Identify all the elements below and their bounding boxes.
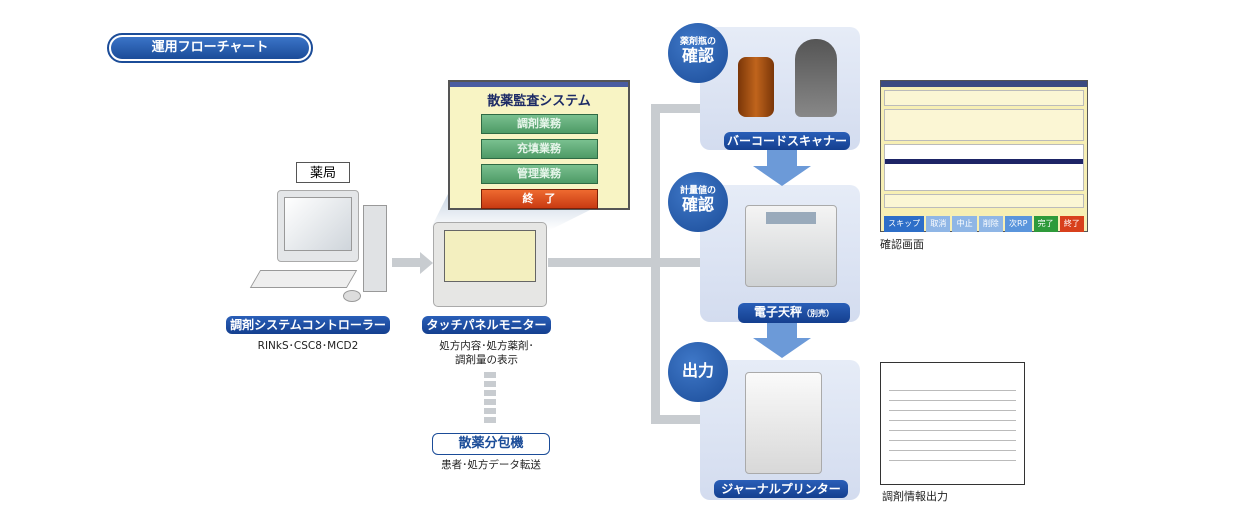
confirm-screen-caption: 確認画面 (880, 238, 924, 251)
printer-image (745, 372, 822, 474)
scanner-image (795, 39, 837, 117)
badge-output: 出力 (668, 342, 728, 402)
down-arrow-1 (753, 150, 811, 186)
badge-bottle-check: 薬剤瓶の確認 (668, 23, 728, 83)
bottle-image (738, 57, 774, 117)
arrow-pc-to-monitor (392, 258, 422, 267)
scale-label: 電子天秤（別売） (738, 303, 850, 323)
connector-h-bot (651, 415, 703, 424)
confirm-next-rp-button[interactable]: 次RP (1004, 216, 1032, 232)
touch-monitor-desc-2: 調剤量の表示 (455, 354, 518, 366)
scale-name: 電子天秤 (753, 305, 802, 319)
scale-note: （別売） (802, 309, 834, 318)
badge-large-text: 確認 (681, 46, 714, 65)
confirm-exit-button[interactable]: 終了 (1059, 216, 1085, 232)
arrow-head (420, 252, 433, 274)
controller-label: 調剤システムコントローラー (226, 316, 390, 334)
badge-small-text: 薬剤瓶の (679, 37, 716, 47)
receipt-image (880, 362, 1025, 485)
confirm-delete-button[interactable]: 削除 (978, 216, 1003, 232)
confirm-skip-button[interactable]: スキップ (884, 216, 925, 232)
badge-small-text: 計量値の (679, 186, 716, 196)
controller-models: RINkS･CSC8･MCD2 (257, 340, 359, 352)
menu-exit-button[interactable]: 終 了 (480, 189, 598, 209)
badge-weight-check: 計量値の確認 (668, 172, 728, 232)
packager-label: 散薬分包機 (432, 433, 550, 455)
badge-large-text: 確認 (681, 195, 714, 214)
menu-manage-button[interactable]: 管理業務 (480, 164, 598, 184)
printer-label: ジャーナルプリンター (714, 480, 848, 498)
confirm-cancel-button[interactable]: 取消 (926, 216, 951, 232)
touch-monitor-desc-1: 処方内容･処方薬剤･ (439, 340, 534, 352)
printer-panel (700, 360, 860, 500)
scanner-label: バーコードスキャナー (724, 132, 850, 150)
system-screen: 散薬監査システム 調剤業務 充填業務 管理業務 終 了 (448, 80, 630, 210)
down-arrow-2 (753, 322, 811, 358)
menu-dispense-button[interactable]: 調剤業務 (480, 114, 598, 134)
menu-fill-button[interactable]: 充填業務 (480, 139, 598, 159)
connector-h-main (548, 258, 658, 267)
title-text: 運用フローチャート (111, 37, 309, 59)
badge-large-text: 出力 (681, 361, 714, 380)
scanner-panel (700, 27, 860, 150)
title-pill: 運用フローチャート (107, 33, 313, 63)
pc-illustration (235, 190, 390, 305)
receipt-caption: 調剤情報出力 (882, 490, 948, 503)
connector-h-mid (651, 258, 703, 267)
touch-monitor-illustration (433, 222, 547, 307)
confirm-stop-button[interactable]: 中止 (952, 216, 977, 232)
confirm-done-button[interactable]: 完了 (1033, 216, 1058, 232)
packager-desc: 患者･処方データ転送 (441, 459, 541, 471)
dashed-connector (484, 372, 496, 426)
connector-h-top (651, 104, 703, 113)
scale-image (745, 205, 837, 287)
pharmacy-label: 薬局 (296, 162, 350, 183)
touch-monitor-label: タッチパネルモニター (422, 316, 551, 334)
screen-title: 散薬監査システム (487, 94, 591, 109)
confirm-screen: スキップ 取消 中止 削除 次RP 完了 終了 (880, 80, 1088, 232)
